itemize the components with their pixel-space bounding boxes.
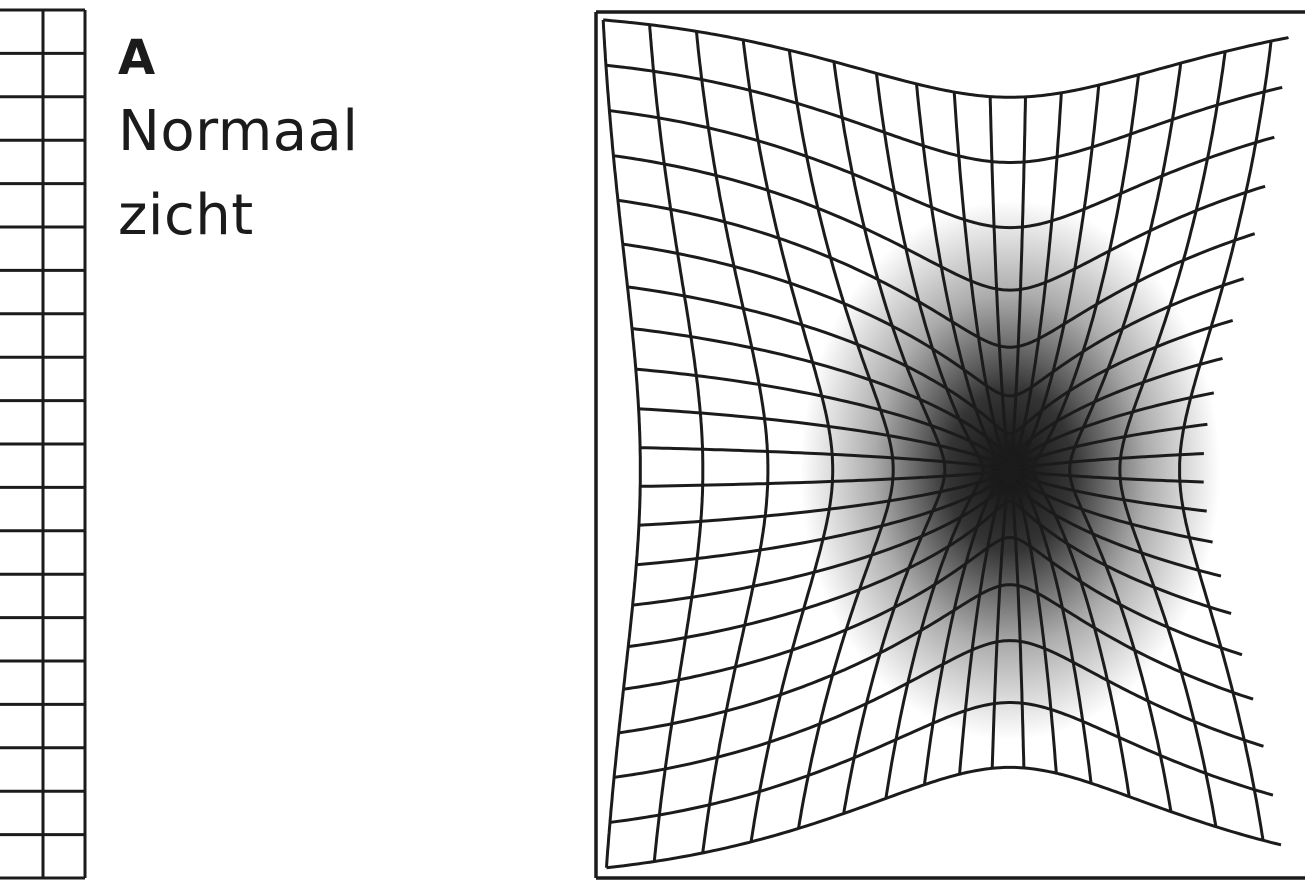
grid-line-horizontal — [609, 111, 1274, 228]
panel-a-caption: A Normaal zicht — [118, 26, 358, 258]
grid-line-horizontal — [610, 703, 1273, 823]
grid-line-vertical — [603, 20, 640, 868]
caption-line-2: zicht — [118, 174, 358, 258]
grid-line-horizontal — [603, 20, 1288, 97]
grid-line-vertical — [696, 31, 768, 853]
caption-line-1: Normaal — [118, 90, 358, 174]
normal-vision-grid — [0, 10, 85, 878]
panel-letter: A — [118, 26, 358, 90]
grid-line-vertical — [650, 25, 703, 862]
